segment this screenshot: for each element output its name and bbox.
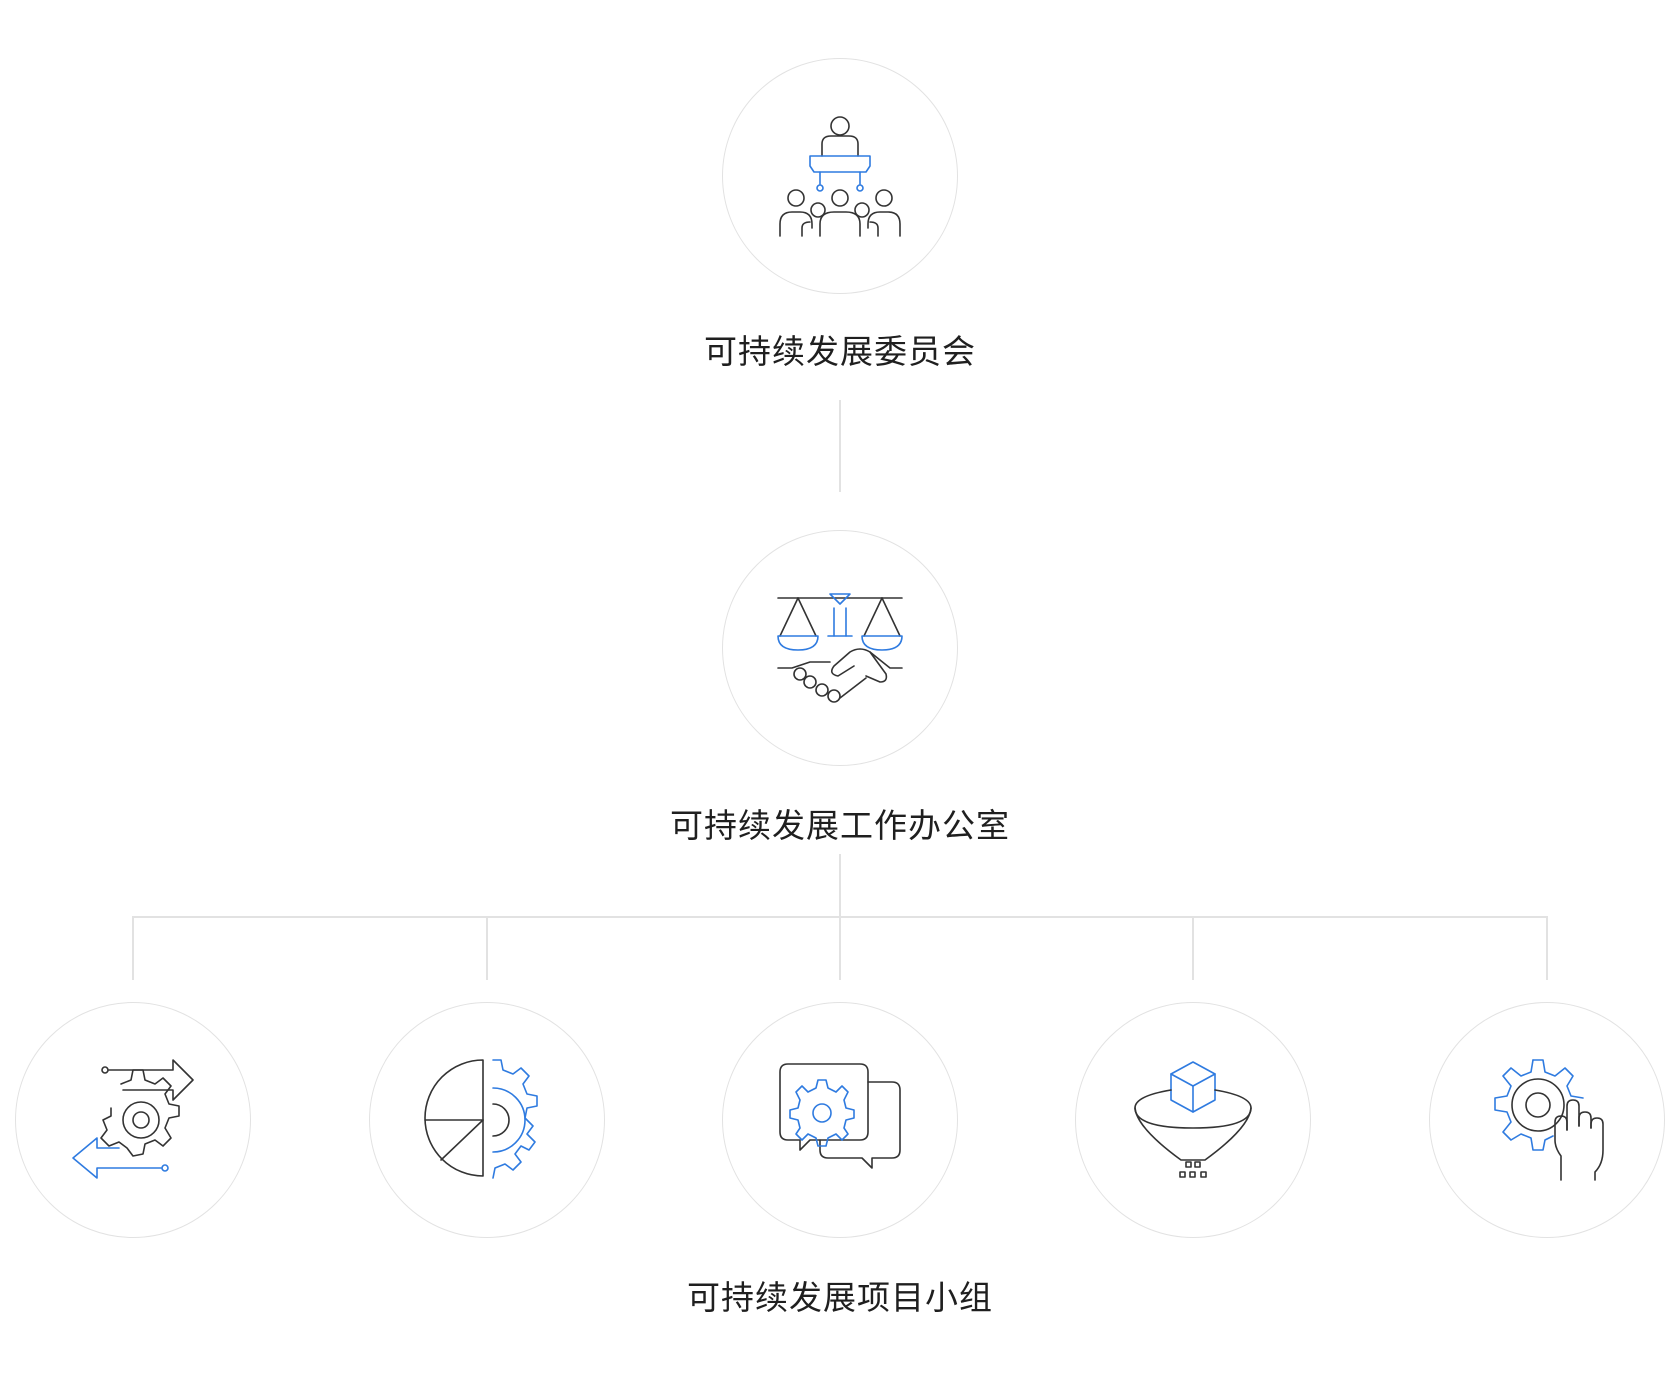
connector-committee-office <box>839 400 841 492</box>
gear-hand-touch-icon <box>1494 1059 1604 1181</box>
podium-audience-icon <box>779 116 901 237</box>
scales-handshake-icon <box>777 593 903 703</box>
office-label: 可持续发展工作办公室 <box>670 806 1010 845</box>
chat-gear-icon <box>779 1063 901 1169</box>
committee-node <box>722 58 958 294</box>
pie-chart-gear-icon <box>424 1059 538 1179</box>
connector-horizontal <box>132 916 1548 918</box>
project-group-node <box>722 1002 958 1238</box>
connector-group-2 <box>486 916 488 980</box>
project-group-node <box>1429 1002 1665 1238</box>
project-group-node <box>369 1002 605 1238</box>
project-group-node <box>1075 1002 1311 1238</box>
committee-label: 可持续发展委员会 <box>704 332 976 371</box>
project-group-node <box>15 1002 251 1238</box>
office-node <box>722 530 958 766</box>
funnel-cube-icon <box>1134 1061 1252 1178</box>
connector-group-5 <box>1546 916 1548 980</box>
gear-exchange-arrows-icon <box>72 1059 194 1179</box>
connector-group-4 <box>1192 916 1194 980</box>
project-groups-label: 可持续发展项目小组 <box>687 1278 993 1317</box>
connector-group-1 <box>132 916 134 980</box>
